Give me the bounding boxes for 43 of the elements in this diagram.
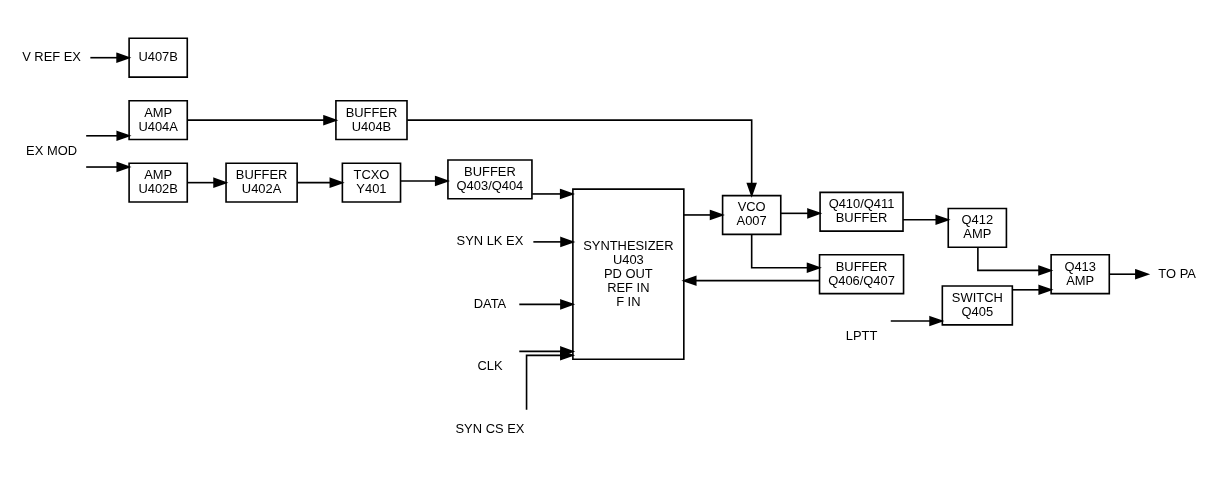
arrow <box>296 176 345 188</box>
arrow <box>531 188 575 199</box>
node-text: DATA <box>473 295 507 311</box>
arrow <box>1108 268 1151 279</box>
node-box: SWITCH Q405 <box>941 284 1014 326</box>
arrow <box>406 118 757 198</box>
arrow <box>89 51 132 63</box>
node-text: SYN CS EX <box>455 420 525 436</box>
arrow <box>85 161 132 172</box>
arrow <box>780 207 823 219</box>
node-box: AMP U402B <box>128 161 189 203</box>
arrow <box>977 246 1054 276</box>
arrow <box>681 274 821 286</box>
arrow <box>889 315 945 326</box>
arrow <box>683 209 725 220</box>
arrow <box>399 175 451 186</box>
node-box: Q413 AMP <box>1050 253 1111 294</box>
node-box: AMP U404A <box>128 99 189 140</box>
node-box: BUFFER U402A <box>225 161 298 203</box>
arrow <box>532 236 576 247</box>
node-text: LPTT <box>845 327 878 343</box>
node-box: U407B <box>128 37 189 78</box>
node-text: TO PA <box>1158 265 1196 281</box>
node-text: EX MOD <box>26 142 78 158</box>
arrow <box>525 349 576 411</box>
node-box: TCXO Y401 <box>341 161 402 203</box>
arrow <box>1011 284 1054 295</box>
node-box: VCO A007 <box>721 194 782 235</box>
node-text: V REF EX <box>22 48 81 64</box>
arrow <box>518 298 576 310</box>
node-box: BUFFER Q406/Q407 <box>818 253 905 294</box>
node-box: BUFFER U404B <box>335 99 408 140</box>
arrow <box>85 130 132 141</box>
node-box: SYNTHESIZER U403 PD OUT REF IN F IN <box>572 187 685 360</box>
node-box: BUFFER Q403/Q404 <box>447 158 533 200</box>
arrow <box>186 176 229 188</box>
node-text: CLK <box>477 357 503 373</box>
arrow <box>902 214 951 225</box>
node-box: Q410/Q411 BUFFER <box>819 191 904 232</box>
arrow <box>750 233 822 273</box>
arrow <box>186 114 339 125</box>
node-text: SYN LK EX <box>456 232 524 248</box>
node-box: Q412 AMP <box>947 207 1008 248</box>
